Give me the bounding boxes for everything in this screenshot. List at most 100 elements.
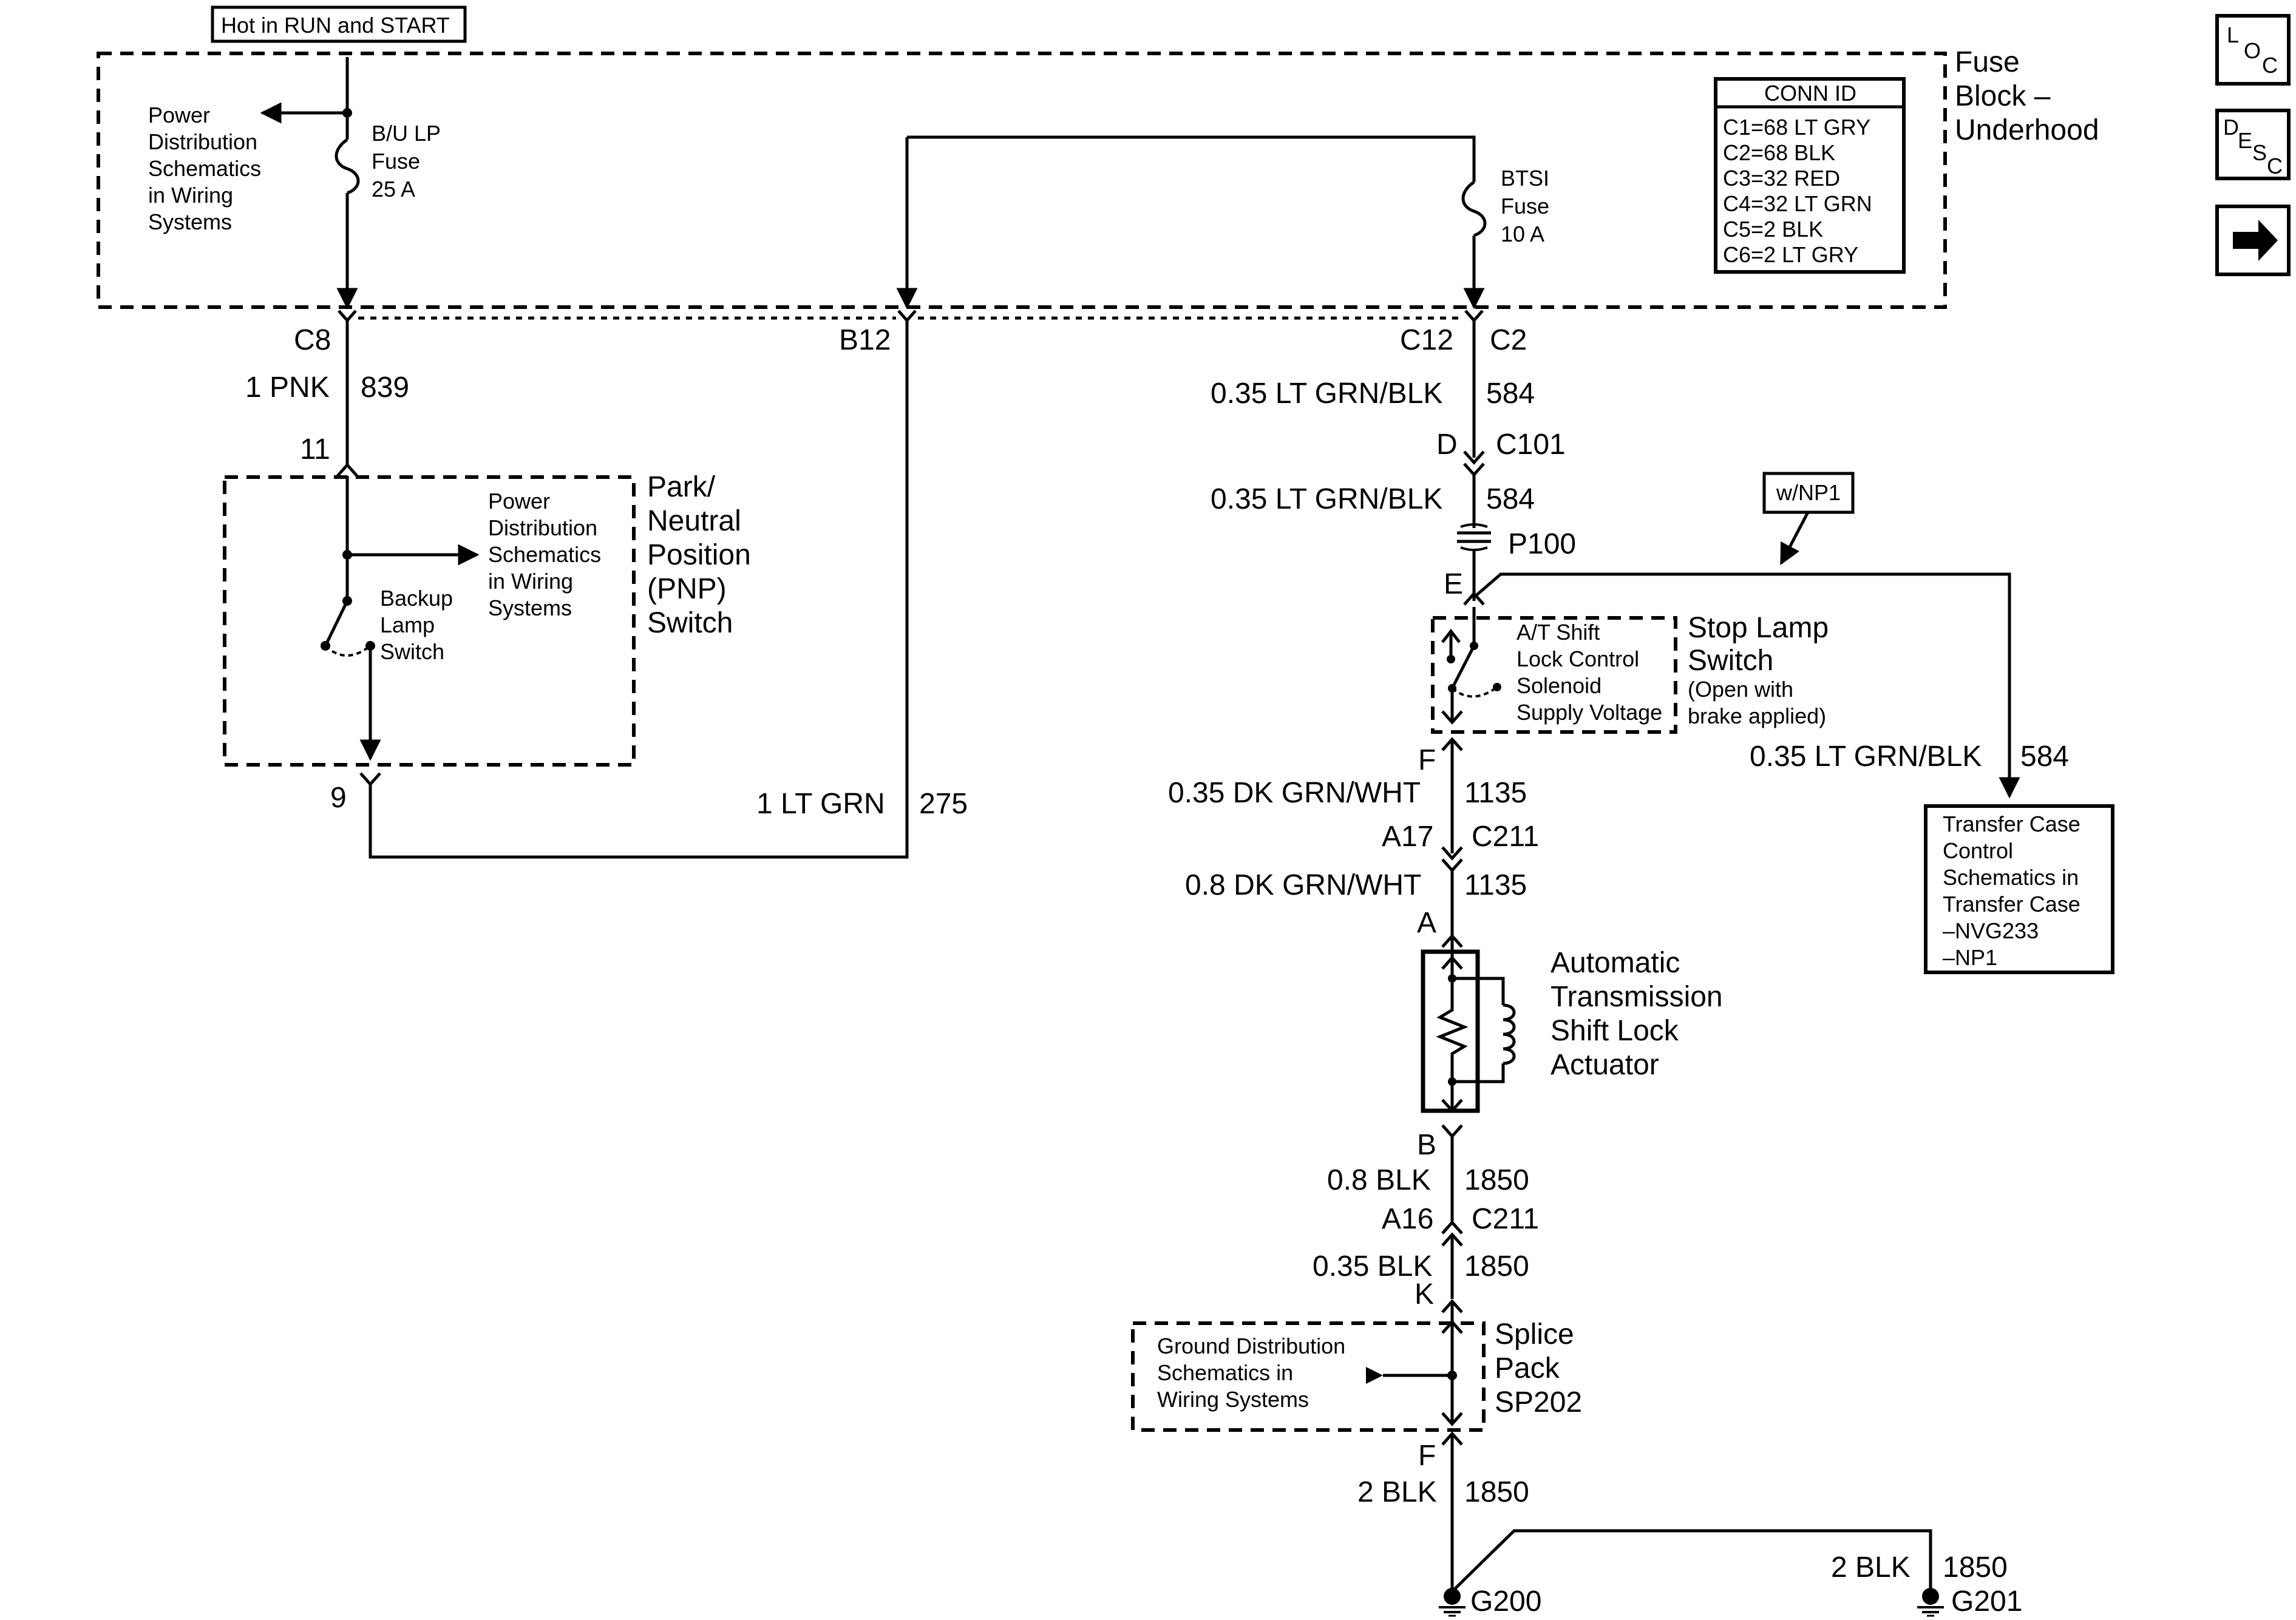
arrow-right-icon — [2233, 220, 2278, 261]
conn-id-row: C1=68 LT GRY — [1723, 115, 1870, 140]
at-shift-lock-label: A/T Shift Lock Control Solenoid Supply V… — [1517, 620, 1662, 725]
svg-text:Transmission: Transmission — [1550, 981, 1723, 1013]
pin-label: F — [1418, 744, 1436, 776]
desc-button[interactable]: D E S C — [2215, 109, 2291, 180]
wire-color-label: 2 BLK — [1831, 1551, 1911, 1584]
svg-text:BTSI: BTSI — [1501, 166, 1549, 191]
svg-text:Neutral: Neutral — [647, 505, 741, 537]
ground-g200-label: G200 — [1470, 1585, 1541, 1617]
stop-lamp-switch-icon — [1450, 645, 1476, 690]
ground-distribution-label: Ground Distribution Schematics in Wiring… — [1157, 1334, 1345, 1412]
pin-9-connector-icon — [359, 772, 381, 787]
svg-text:Schematics: Schematics — [148, 156, 261, 181]
btsi-fuse-label: BTSI Fuse 10 A — [1501, 166, 1549, 246]
connector-label: C101 — [1496, 429, 1566, 461]
svg-text:Fuse: Fuse — [372, 149, 420, 174]
bu-lp-fuse-icon — [335, 138, 360, 195]
svg-text:Switch: Switch — [380, 639, 444, 664]
svg-text:–NP1: –NP1 — [1943, 945, 1997, 970]
svg-text:Supply Voltage: Supply Voltage — [1517, 700, 1662, 725]
stop-lamp-switch-boundary — [1431, 616, 1677, 734]
pin-label: D — [1436, 429, 1458, 461]
svg-text:B/U LP: B/U LP — [372, 121, 441, 146]
connector-label: C211 — [1472, 821, 1539, 853]
wire-color-label: 1 LT GRN — [756, 788, 885, 820]
stop-lamp-switch-title: Stop Lamp Switch (Open with brake applie… — [1688, 612, 1829, 728]
wire-color-label: 1 PNK — [245, 371, 330, 404]
pin-f-connector-icon — [1441, 1431, 1463, 1446]
svg-text:Schematics: Schematics — [488, 542, 601, 567]
svg-text:Distribution: Distribution — [488, 515, 597, 540]
svg-text:w/NP1: w/NP1 — [1776, 480, 1841, 505]
conn-id-row: C2=68 BLK — [1723, 140, 1835, 165]
pin-label: A16 — [1382, 1203, 1433, 1235]
svg-text:Power: Power — [148, 103, 210, 127]
next-page-button[interactable] — [2215, 205, 2291, 276]
svg-text:in Wiring: in Wiring — [488, 569, 573, 594]
wire-color-label: 0.35 BLK — [1313, 1250, 1432, 1283]
wire-color-label: 0.35 LT GRN/BLK — [1211, 378, 1442, 410]
svg-text:Fuse: Fuse — [1955, 46, 2020, 78]
circuit-number-label: 1850 — [1464, 1476, 1529, 1508]
circuit-number-label: 584 — [1486, 378, 1535, 410]
pnp-power-distribution-label: Power Distribution Schematics in Wiring … — [488, 489, 601, 620]
conn-id-title: CONN ID — [1764, 81, 1856, 106]
svg-text:Splice: Splice — [1495, 1318, 1574, 1351]
connector-b12-icon — [897, 310, 917, 323]
svg-text:Shift Lock: Shift Lock — [1550, 1015, 1679, 1047]
backup-lamp-switch-label: Backup Lamp Switch — [380, 586, 453, 664]
backup-lamp-switch-icon — [324, 600, 349, 647]
svg-text:Transfer Case: Transfer Case — [1943, 892, 2080, 917]
loc-button[interactable]: L O C — [2215, 14, 2291, 86]
svg-text:Backup: Backup — [380, 586, 453, 611]
pin-label: K — [1415, 1278, 1434, 1310]
conn-id-table: CONN ID C1=68 LT GRY C2=68 BLK C3=32 RED… — [1714, 77, 1906, 274]
svg-text:C: C — [2267, 154, 2283, 178]
svg-text:Block –: Block – — [1955, 80, 2051, 112]
pin-a-connector-icon — [1441, 934, 1463, 948]
svg-text:Schematics in: Schematics in — [1943, 865, 2079, 890]
pin-b-connector-icon — [1441, 1124, 1463, 1139]
fuse-block-boundary — [97, 52, 1947, 309]
circuit-number-label: 1135 — [1464, 777, 1527, 809]
connector-c101-icon — [1463, 450, 1485, 465]
svg-text:10 A: 10 A — [1501, 222, 1544, 246]
connector-c211-icon — [1441, 846, 1463, 861]
circuit-number-label: 1135 — [1464, 869, 1527, 901]
svg-text:Control: Control — [1943, 838, 2013, 863]
pin-label: A17 — [1382, 821, 1433, 853]
wire-color-label: 0.35 LT GRN/BLK — [1750, 741, 1982, 773]
svg-text:Lock Control: Lock Control — [1517, 646, 1639, 671]
ground-distribution-arrow — [1366, 1367, 1383, 1384]
svg-text:Power: Power — [488, 489, 550, 513]
svg-text:A/T Shift: A/T Shift — [1517, 620, 1600, 645]
transfer-case-schematic-ref[interactable]: Transfer Case Control Schematics in Tran… — [1924, 804, 2114, 974]
svg-text:L: L — [2227, 22, 2239, 47]
connector-b12-label: B12 — [839, 324, 891, 356]
svg-text:25 A: 25 A — [372, 177, 415, 202]
conn-id-row: C4=32 LT GRN — [1723, 191, 1872, 216]
coil-icon — [1503, 1003, 1516, 1065]
pnp-switch-title: Park/ Neutral Position (PNP) Switch — [647, 471, 751, 639]
circuit-number-label: 839 — [361, 371, 409, 404]
wire-color-label: 2 BLK — [1357, 1476, 1437, 1508]
connector-c12-label: C12 — [1400, 324, 1453, 356]
resistor-icon — [1436, 978, 1469, 1082]
pin-label: B — [1417, 1129, 1436, 1161]
svg-text:Position: Position — [647, 539, 751, 571]
svg-text:Actuator: Actuator — [1550, 1049, 1659, 1081]
connector-c8-icon — [338, 310, 357, 323]
svg-text:Park/: Park/ — [647, 471, 716, 503]
pin-label: E — [1444, 568, 1463, 600]
svg-text:Fuse: Fuse — [1501, 194, 1549, 219]
hot-label: Hot in RUN and START — [221, 13, 450, 38]
svg-text:Automatic: Automatic — [1550, 947, 1680, 979]
pin-label: 9 — [330, 782, 347, 814]
pin-f-connector-icon — [1441, 737, 1463, 751]
svg-text:Switch: Switch — [1688, 645, 1773, 677]
svg-text:Distribution: Distribution — [148, 129, 257, 154]
svg-text:Lamp: Lamp — [380, 612, 435, 637]
svg-text:Systems: Systems — [488, 595, 572, 620]
passthrough-label: P100 — [1508, 528, 1576, 560]
svg-text:Ground Distribution: Ground Distribution — [1157, 1334, 1345, 1358]
